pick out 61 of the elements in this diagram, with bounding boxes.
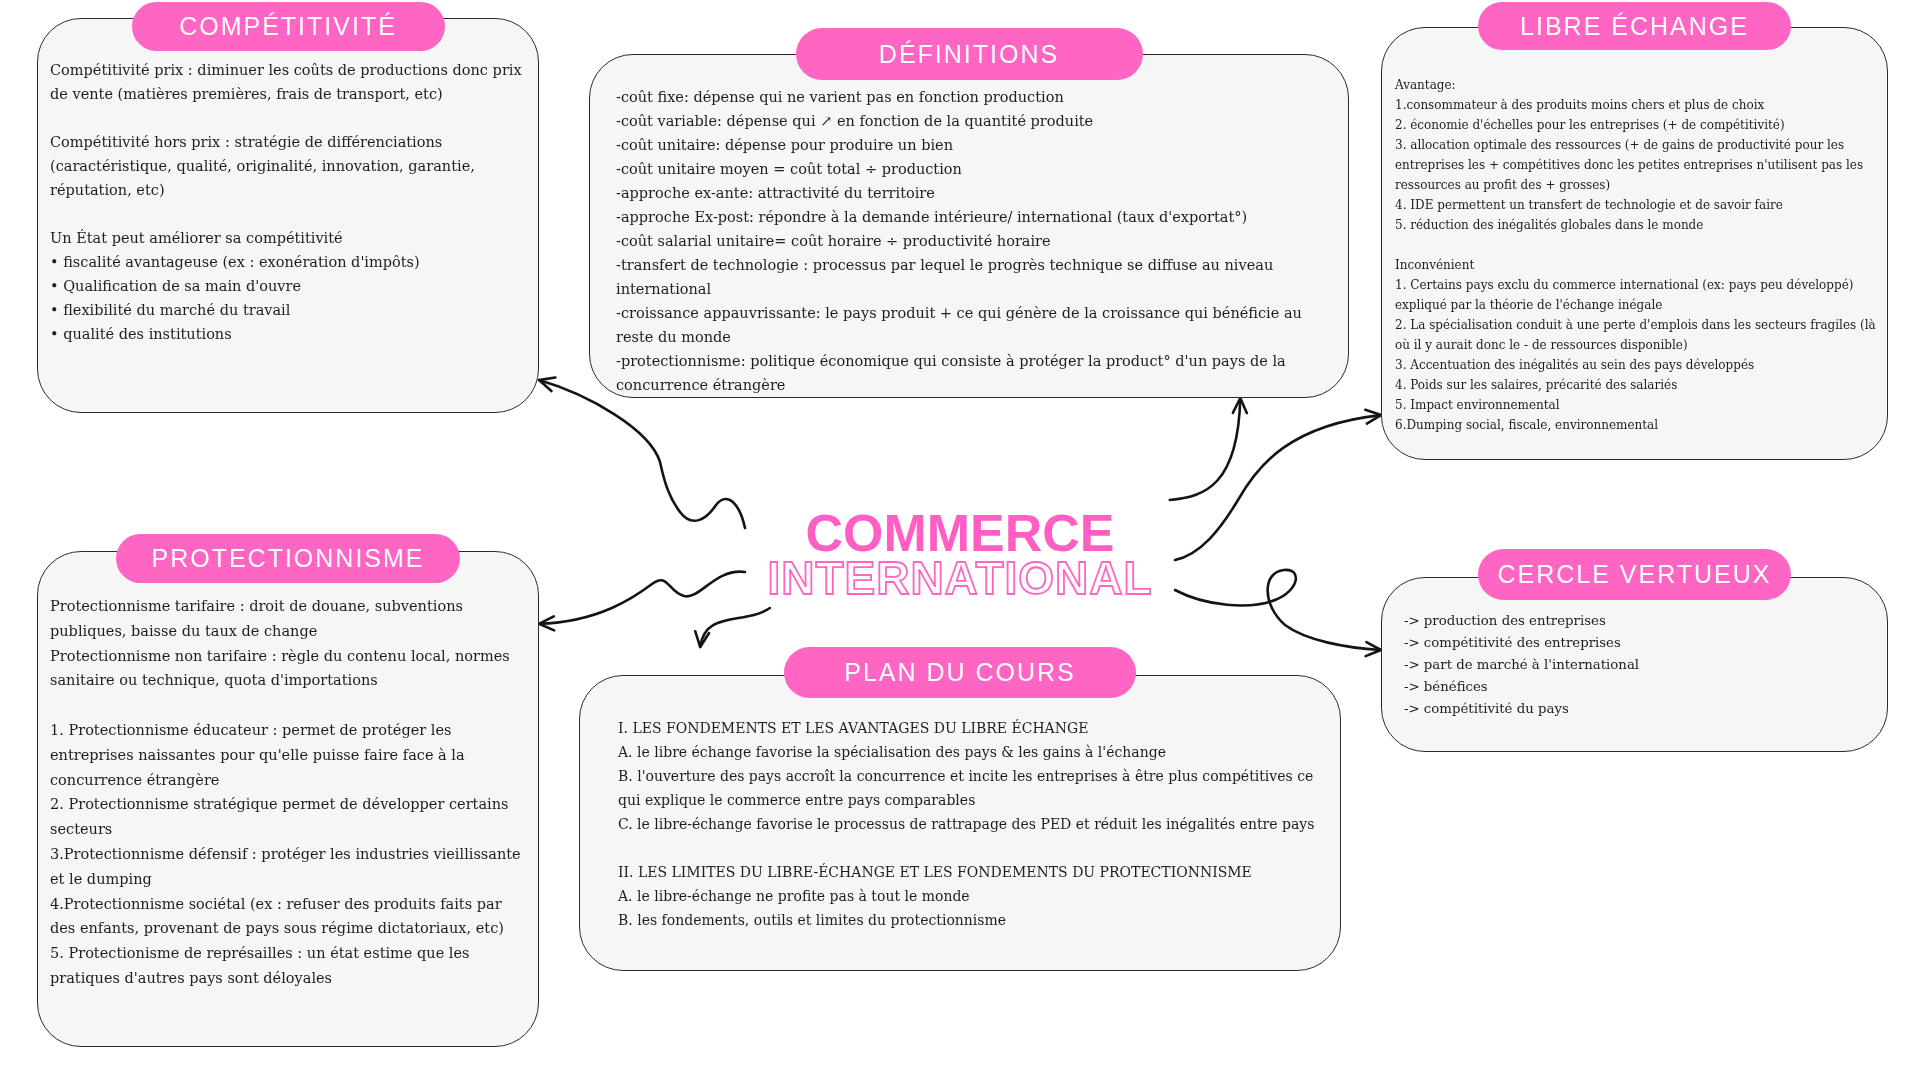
- body-text: -coût fixe: dépense qui ne varient pas en fonction production: [616, 88, 1065, 107]
- body-text: -transfert de technologie : processus par lequel le progrès technique se diffuse au niveau international: [616, 256, 1275, 299]
- body-text: Un État peut améliorer sa compétitivité: [50, 228, 344, 248]
- body-text: 2. Protectionnisme stratégique permet de développer certains secteurs: [50, 795, 510, 840]
- curved-arrow: [537, 376, 747, 530]
- body-text: 5. Protectionisme de représailles : un état estime que les pratiques d'autres pays sont déloyales: [50, 944, 471, 988]
- body-text: B. l'ouverture des pays accroît la concurrence et incite les entreprises à être plus compétitives ce qui explique le commerce entre pays comparables: [618, 767, 1315, 810]
- body-text: • qualité des institutions: [50, 325, 233, 344]
- curved-arrow: [537, 570, 747, 632]
- body-text: 1.consommateur à des produits moins chers et plus de choix: [1395, 97, 1766, 114]
- section-heading: LIBRE ÉCHANGE: [1478, 2, 1791, 50]
- body-text: • flexibilité du marché du travail: [50, 301, 292, 320]
- body-text: -> compétitivité du pays: [1404, 700, 1570, 718]
- body-text: 6.Dumping social, fiscale, environnemental: [1395, 417, 1660, 434]
- body-text: Avantage:: [1395, 77, 1457, 94]
- section-heading: PROTECTIONNISME: [116, 534, 460, 583]
- body-text: 1. Certains pays exclu du commerce international (ex: pays peu développé) expliqué par la théorie de l'échange inégale: [1395, 277, 1855, 314]
- body-text: Compétitivité prix : diminuer les coûts de productions donc prix de vente (matières premières, frais de transport, etc): [50, 61, 523, 104]
- body-text: 3. allocation optimale des ressources (+ de gains de productivité pour les entreprises les + compétitives donc les petites entreprises n'utilisent pas les ressources au profit des + grosses): [1395, 137, 1865, 194]
- curved-arrow: [1168, 396, 1248, 502]
- body-text: Protectionnisme non tarifaire : règle du contenu local, normes sanitaire ou technique, quota d'importations: [50, 646, 511, 691]
- body-text: 5. réduction des inégalités globales dans le monde: [1395, 217, 1705, 234]
- body-text: Inconvénient: [1395, 257, 1476, 274]
- body-text: A. le libre-échange ne profite pas à tout le monde: [618, 887, 971, 906]
- body-text: -> production des entreprises: [1404, 612, 1607, 630]
- section-heading: DÉFINITIONS: [795, 28, 1143, 80]
- body-text: 5. Impact environnemental: [1395, 397, 1561, 414]
- body-text: -coût unitaire moyen = coût total ÷ production: [616, 160, 963, 179]
- body-text: II. LES LIMITES DU LIBRE-ÉCHANGE ET LES FONDEMENTS DU PROTECTIONNISME: [618, 862, 1253, 882]
- body-text: • Qualification de sa main d'ouvre: [50, 277, 303, 296]
- body-text: B. les fondements, outils et limites du protectionnisme: [618, 911, 1008, 930]
- body-text: -approche Ex-post: répondre à la demande intérieure/ international (taux d'exportat°): [616, 208, 1249, 227]
- body-text: 4. Poids sur les salaires, précarité des salariés: [1395, 377, 1679, 394]
- curved-arrow: [1173, 568, 1383, 658]
- body-text: 2. économie d'échelles pour les entreprises (+ de compétitivité): [1395, 117, 1786, 134]
- body-text: Protectionnisme tarifaire : droit de douane, subventions publiques, baisse du taux de change: [50, 597, 464, 641]
- body-text: -coût unitaire: dépense pour produire un bien: [616, 136, 954, 155]
- section-heading: PLAN DU COURS: [784, 647, 1136, 698]
- body-text: -> compétitivité des entreprises: [1404, 634, 1622, 652]
- body-text: 2. La spécialisation conduit à une perte d'emplois dans les secteurs fragiles (là où il y aurait donc le - de ressources disponible): [1395, 317, 1877, 354]
- section-heading: CERCLE VERTUEUX: [1478, 549, 1791, 600]
- body-text: 4.Protectionnisme sociétal (ex : refuser des produits faits par des enfants, provenant de pays sous régime dictatoriaux, etc): [50, 894, 505, 939]
- body-text: Compétitivité hors prix : stratégie de différenciations (caractéristique, qualité, originalité, innovation, garantie, réputation, etc): [50, 133, 476, 200]
- body-text: C. le libre-échange favorise le processus de rattrapage des PED et réduit les inégalités entre pays: [618, 815, 1316, 834]
- body-text: 3. Accentuation des inégalités au sein des pays développés: [1395, 357, 1756, 374]
- body-text: A. le libre échange favorise la spécialisation des pays & les gains à l'échange: [618, 743, 1167, 762]
- body-text: -coût variable: dépense qui ↗ en fonction de la quantité produite: [616, 112, 1095, 131]
- section-heading: COMPÉTITIVITÉ: [131, 2, 445, 51]
- body-text: -> bénéfices: [1404, 678, 1489, 696]
- body-text: 3.Protectionnisme défensif : protéger les industries vieillissante et le dumping: [50, 844, 522, 889]
- body-text: • fiscalité avantageuse (ex : exonération d'impôts): [50, 253, 421, 272]
- curved-arrow: [695, 606, 772, 649]
- body-text: -croissance appauvrissante: le pays produit + ce qui génère de la croissance qui bénéficie au reste du monde: [616, 304, 1303, 347]
- body-text: 4. IDE permettent un transfert de technologie et de savoir faire: [1395, 197, 1784, 214]
- curved-arrow: [1173, 409, 1383, 562]
- body-text: -> part de marché à l'international: [1404, 656, 1641, 674]
- body-text: -protectionnisme: politique économique qui consiste à protéger la product° d'un pays de la concurrence étrangère: [616, 352, 1287, 395]
- body-text: I. LES FONDEMENTS ET LES AVANTAGES DU LIBRE ÉCHANGE: [618, 718, 1090, 738]
- body-text: -coût salarial unitaire= coût horaire ÷ productivité horaire: [616, 232, 1052, 251]
- body-text: -approche ex-ante: attractivité du territoire: [616, 184, 936, 203]
- body-text: 1. Protectionnisme éducateur : permet de protéger les entreprises naissantes pour qu'elle puisse faire face à la concurrence étrangère: [50, 721, 466, 790]
